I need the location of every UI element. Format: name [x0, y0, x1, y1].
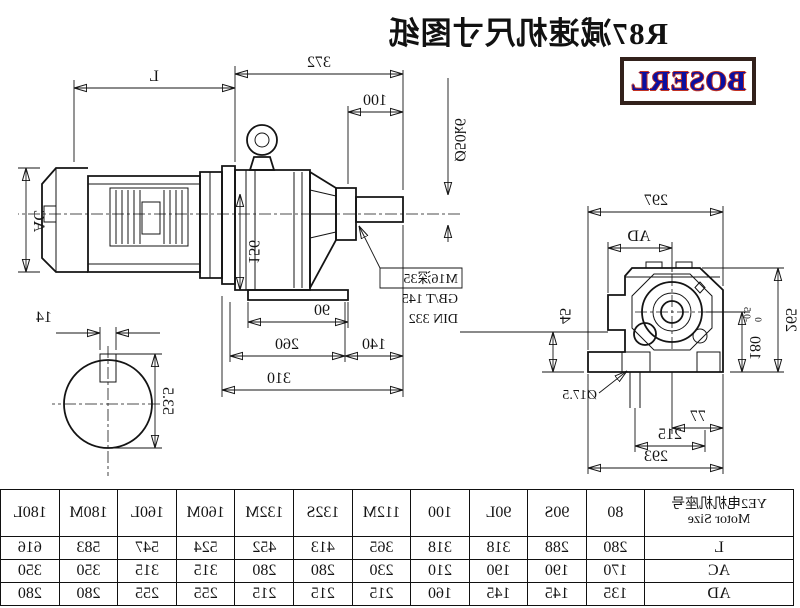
table-row-L: L 280 288 318 318 365 413 452 524 547 58… — [0, 536, 794, 560]
cell: 280 — [0, 582, 60, 606]
dim-180-label: 180 — [746, 336, 763, 360]
cell: 280 — [586, 536, 645, 560]
cell: 215 — [352, 582, 411, 606]
dim-hole-dia-label: Ø17.5 — [562, 388, 597, 403]
cell: 280 — [59, 582, 118, 606]
dim-key-width-label: 14 — [36, 309, 52, 326]
dim-L-label: L — [149, 68, 159, 85]
table-row-AC: AC 170 190 190 210 230 280 280 315 315 3… — [0, 559, 794, 583]
cell: 190 — [469, 559, 528, 583]
dim-77-label: 77 — [690, 408, 706, 425]
cell: 145 — [469, 582, 528, 606]
dim-90-label: 90 — [314, 302, 330, 319]
dim-140-label: 140 — [362, 336, 386, 353]
cell: 452 — [235, 536, 294, 560]
dim-inner-label: 156 — [245, 240, 262, 264]
dim-AD-label: AD — [627, 228, 650, 245]
dim-372-label: 372 — [307, 54, 331, 71]
dim-180-tol-lower: -0.5 — [741, 307, 751, 322]
cell: 135 — [586, 582, 645, 606]
row-label: AC — [644, 559, 794, 583]
row-label: AD — [644, 582, 794, 606]
row-label: L — [644, 536, 794, 560]
cell: 318 — [410, 536, 470, 560]
cell: 210 — [410, 559, 470, 583]
header-cn: YE2电机机座号 — [671, 497, 767, 513]
table-header-row: YE2电机机座号 Motor Size 80 90S 90L 100 112M … — [0, 489, 794, 537]
dim-45-label: 45 — [556, 308, 573, 324]
dim-260-label: 260 — [275, 336, 299, 353]
col-80: 80 — [586, 489, 645, 537]
col-132m: 132M — [235, 489, 294, 537]
dim-AC-label: AC — [30, 210, 47, 232]
cell: 160 — [410, 582, 470, 606]
cell: 583 — [59, 536, 118, 560]
dim-180-tol-upper: 0 — [752, 317, 762, 322]
technical-drawing: 372 L 100 Ø50k6 156 AC M16深35 GB/T 145 D… — [0, 54, 799, 495]
col-132s: 132S — [293, 489, 353, 537]
cell: 318 — [469, 536, 528, 560]
cell: 365 — [352, 536, 411, 560]
cell: 230 — [352, 559, 411, 583]
side-view: 297 AD 265 180 0 -0.5 45 Ø17.5 — [460, 192, 799, 474]
cell: 350 — [0, 559, 60, 583]
cell: 616 — [0, 536, 60, 560]
cell: 215 — [293, 582, 353, 606]
header-en: Motor Size — [687, 512, 751, 527]
cell: 255 — [176, 582, 235, 606]
dim-215-label: 215 — [658, 426, 682, 443]
col-112m: 112M — [352, 489, 411, 537]
shaft-section-detail: 14 53.5 — [36, 309, 176, 476]
cell: 215 — [235, 582, 294, 606]
col-90s: 90S — [527, 489, 587, 537]
dim-310-label: 310 — [267, 370, 291, 387]
cell: 315 — [117, 559, 177, 583]
col-160m: 160M — [176, 489, 235, 537]
col-160l: 160L — [117, 489, 177, 537]
col-100: 100 — [410, 489, 470, 537]
cell: 170 — [586, 559, 645, 583]
note-thread-label: M16深35 — [404, 271, 458, 287]
cell: 413 — [293, 536, 353, 560]
dim-100-label: 100 — [363, 92, 387, 109]
dim-shaft-dia-label: Ø50k6 — [451, 118, 468, 162]
col-180l: 180L — [0, 489, 60, 537]
motor-size-table: YE2电机机座号 Motor Size 80 90S 90L 100 112M … — [0, 489, 794, 606]
col-90l: 90L — [469, 489, 528, 537]
front-view: 372 L 100 Ø50k6 156 AC M16深35 GB/T 145 D… — [18, 54, 468, 397]
cell: 280 — [293, 559, 353, 583]
cell: 145 — [527, 582, 587, 606]
cell: 255 — [117, 582, 177, 606]
table-header-cell: YE2电机机座号 Motor Size — [644, 489, 794, 537]
cell: 547 — [117, 536, 177, 560]
note-standard1-label: GB/T 145 — [402, 292, 458, 307]
cell: 190 — [527, 559, 587, 583]
dim-265-label: 265 — [782, 308, 799, 332]
cell: 524 — [176, 536, 235, 560]
note-standard2-label: DIN 332 — [409, 312, 458, 327]
col-180m: 180M — [59, 489, 118, 537]
dim-key-height-label: 53.5 — [159, 387, 176, 415]
cell: 288 — [527, 536, 587, 560]
cell: 280 — [235, 559, 294, 583]
dim-297-label: 297 — [644, 192, 668, 209]
dim-293-label: 293 — [644, 448, 668, 465]
cell: 315 — [176, 559, 235, 583]
table-row-AD: AD 135 145 145 160 215 215 215 255 255 2… — [0, 582, 794, 606]
cell: 350 — [59, 559, 118, 583]
